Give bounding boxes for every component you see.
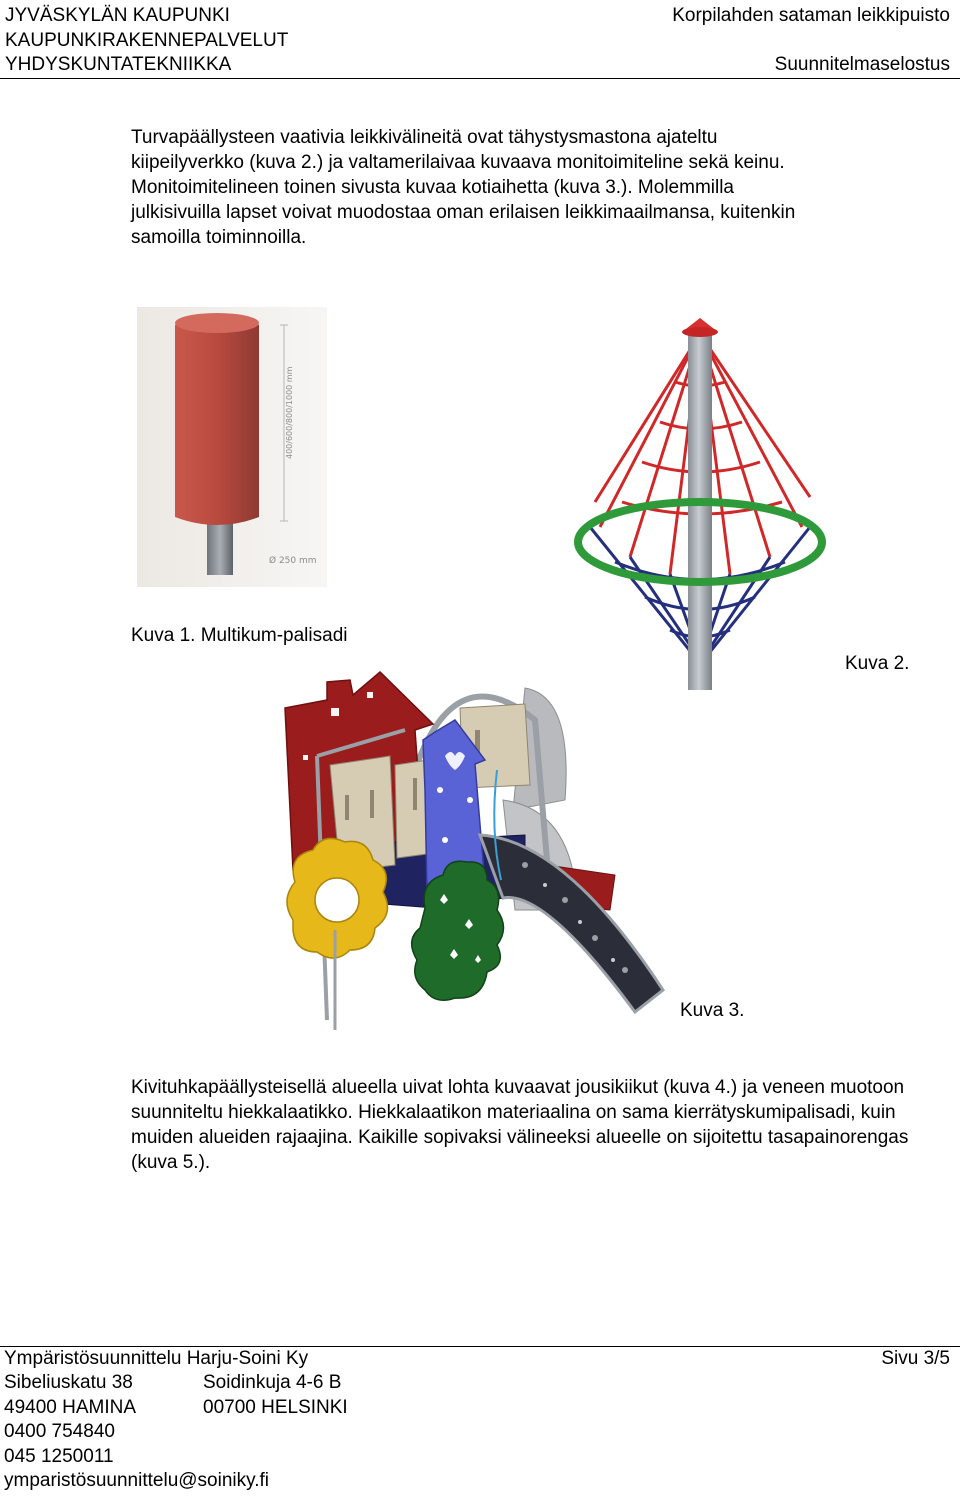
figure-2-climbing-net-image: [570, 312, 840, 692]
header-org-line1: JYVÄSKYLÄN KAUPUNKI: [5, 5, 230, 26]
footer-phone1: 0400 754840: [4, 1421, 115, 1442]
figure-1-diameter-label: Ø 250 mm: [269, 555, 317, 566]
figure-1-caption: Kuva 1. Multikum-palisadi: [131, 625, 348, 646]
figure-1-palisade-image: 400/600/800/1000 mm Ø 250 mm: [137, 307, 327, 587]
footer-company: Ympäristösuunnittelu Harju-Soini Ky: [4, 1348, 309, 1369]
figure-3-play-structure-image: [275, 660, 675, 1040]
figure-1-height-label: 400/600/800/1000 mm: [285, 366, 294, 459]
footer-address1-street: Sibeliuskatu 38: [4, 1372, 133, 1393]
second-paragraph: Kivituhkapäällysteisellä alueella uivat …: [131, 1077, 909, 1173]
footer-address2-street: Soidinkuja 4-6 B: [203, 1372, 342, 1393]
header-org-line2: KAUPUNKIRAKENNEPALVELUT: [5, 30, 289, 51]
header-divider: [0, 78, 960, 79]
header-doc-type: Suunnitelmaselostus: [774, 54, 950, 75]
header-project-title: Korpilahden sataman leikkipuisto: [672, 5, 950, 26]
footer-page-number: Sivu 3/5: [881, 1348, 950, 1369]
intro-paragraph: Turvapäällysteen vaativia leikkivälineit…: [131, 127, 796, 248]
figure-3-caption: Kuva 3.: [680, 1000, 745, 1021]
footer-email: ymparistösuunnittelu@soiniky.fi: [4, 1470, 269, 1491]
footer-divider: [0, 1346, 960, 1347]
figure-2-caption: Kuva 2.: [845, 653, 910, 674]
footer-phone2: 045 1250011: [4, 1446, 114, 1467]
header-org-line3: YHDYSKUNTATEKNIIKKA: [5, 54, 232, 75]
footer-address2-city: 00700 HELSINKI: [203, 1397, 348, 1418]
footer-address1-city: 49400 HAMINA: [4, 1397, 137, 1418]
